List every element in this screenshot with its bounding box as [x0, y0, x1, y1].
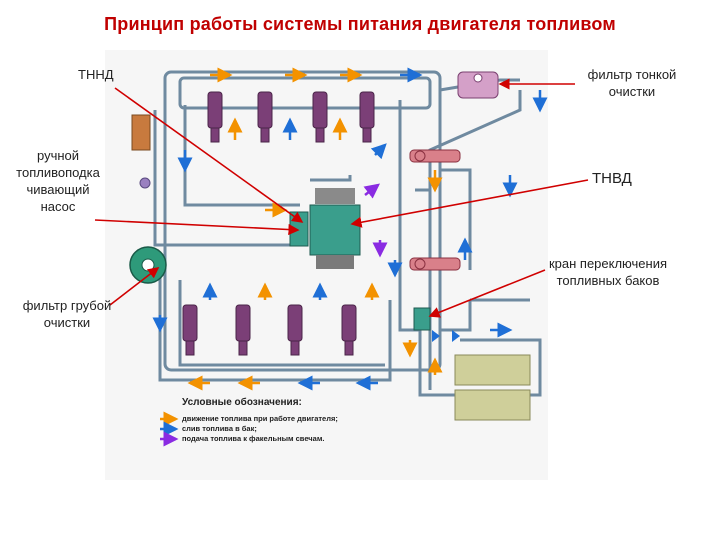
upper-injectors — [207, 91, 375, 143]
injector — [257, 91, 273, 143]
injector — [341, 304, 357, 356]
pointer-lines — [94, 78, 589, 318]
injector — [312, 91, 328, 143]
label-tnvd: ТНВД — [592, 170, 632, 187]
injector — [182, 304, 198, 356]
injector — [359, 91, 375, 143]
manual-pump-valve — [139, 177, 151, 189]
fuel-tank-1 — [454, 354, 531, 386]
label-coarse-filter: фильтр грубой очистки — [22, 298, 112, 330]
coarse-filter — [129, 246, 167, 284]
lower-injectors — [182, 304, 357, 356]
label-fine-filter: фильтр тонкой очистки — [587, 67, 677, 99]
fuel-tank-2 — [454, 389, 531, 421]
label-tnnd: ТННД — [78, 67, 114, 82]
label-tank-valve: кран переключения топливных баков — [548, 256, 668, 288]
flare-plug-lower — [409, 257, 461, 271]
tank-switch-valve — [413, 307, 460, 342]
legend-item-glow-plug: подача топлива к факельным свечам. — [182, 434, 325, 443]
pointer-tnnd — [114, 87, 304, 223]
injector — [287, 304, 303, 356]
injector — [235, 304, 251, 356]
legend-item-fuel-flow: движение топлива при работе двигателя; — [182, 414, 338, 423]
pointer-manual-pump — [94, 219, 300, 236]
label-manual-pump: ручной топливоподка чивающий насос — [16, 148, 100, 214]
flow-arrows — [152, 67, 548, 391]
flare-plug-upper — [409, 149, 461, 163]
manual-pump-body — [131, 114, 151, 151]
pointer-coarse-filter — [109, 267, 160, 306]
injector — [207, 91, 223, 143]
pointer-tnvd — [350, 179, 589, 228]
fine-filter — [457, 71, 499, 99]
legend-title: Условные обозначения: — [182, 397, 302, 408]
legend-item-drain: слив топлива в бак; — [182, 424, 257, 433]
page-title: Принцип работы системы питания двигателя… — [104, 14, 616, 34]
legend-swatches — [160, 411, 179, 447]
pointer-tank-valve — [428, 269, 546, 318]
injection-pump-tnvd — [289, 188, 361, 269]
